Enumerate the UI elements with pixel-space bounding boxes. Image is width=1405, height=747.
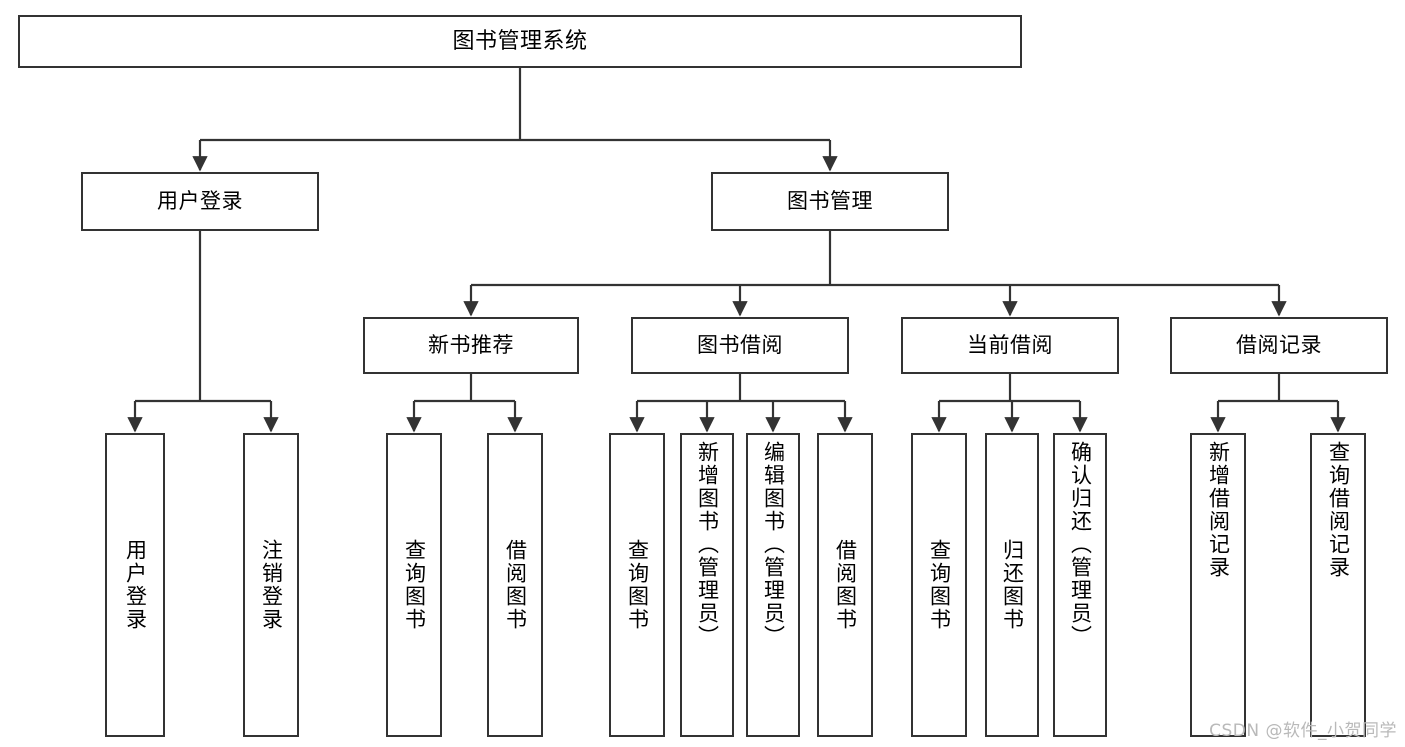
node-leaf-rec-borrow[interactable]: 借阅图书 [487,433,543,737]
node-leaf-rec-query[interactable]: 查询图书 [386,433,442,737]
node-leaf-rec-add[interactable]: 新增借阅记录 [1190,433,1246,737]
node-label: 新书推荐 [428,333,514,358]
node-leaf-cur-query[interactable]: 查询图书 [911,433,967,737]
node-leaf-borrow-query[interactable]: 查询图书 [609,433,665,737]
node-label: 用户登录 [157,189,243,214]
node-book-borrow[interactable]: 图书借阅 [631,317,849,374]
node-label: 查询图书 [927,539,952,631]
node-label: 借阅图书 [503,539,528,631]
node-label: 查询借阅记录 [1326,441,1351,579]
node-user-login[interactable]: 用户登录 [81,172,319,231]
node-leaf-user-logout[interactable]: 注销登录 [243,433,299,737]
node-label: 用户登录 [123,539,148,631]
node-label: 查询图书 [625,539,650,631]
node-label: 图书管理 [787,189,873,214]
node-label: 当前借阅 [967,333,1053,358]
node-label: 借阅图书 [833,539,858,631]
node-label: 编辑图书（管理员） [761,441,786,648]
node-leaf-cur-confirm[interactable]: 确认归还（管理员） [1053,433,1107,737]
node-leaf-cur-return[interactable]: 归还图书 [985,433,1039,737]
node-label: 查询图书 [402,539,427,631]
node-label: 新增借阅记录 [1206,441,1231,579]
node-new-book-rec[interactable]: 新书推荐 [363,317,579,374]
node-leaf-borrow-add[interactable]: 新增图书（管理员） [680,433,734,737]
watermark-text: CSDN @软件_小贺同学 [1209,721,1397,741]
node-leaf-borrow-lend[interactable]: 借阅图书 [817,433,873,737]
node-leaf-rec-search[interactable]: 查询借阅记录 [1310,433,1366,737]
node-label: 注销登录 [259,539,284,631]
node-leaf-borrow-edit[interactable]: 编辑图书（管理员） [746,433,800,737]
node-label: 新增图书（管理员） [695,441,720,648]
node-label: 确认归还（管理员） [1068,441,1093,648]
node-label: 借阅记录 [1236,333,1322,358]
node-current-borrow[interactable]: 当前借阅 [901,317,1119,374]
node-label: 归还图书 [1000,539,1025,631]
node-borrow-record[interactable]: 借阅记录 [1170,317,1388,374]
node-book-manage[interactable]: 图书管理 [711,172,949,231]
node-label: 图书借阅 [697,333,783,358]
node-root[interactable]: 图书管理系统 [18,15,1022,68]
node-leaf-user-login[interactable]: 用户登录 [105,433,165,737]
node-label: 图书管理系统 [452,28,588,54]
